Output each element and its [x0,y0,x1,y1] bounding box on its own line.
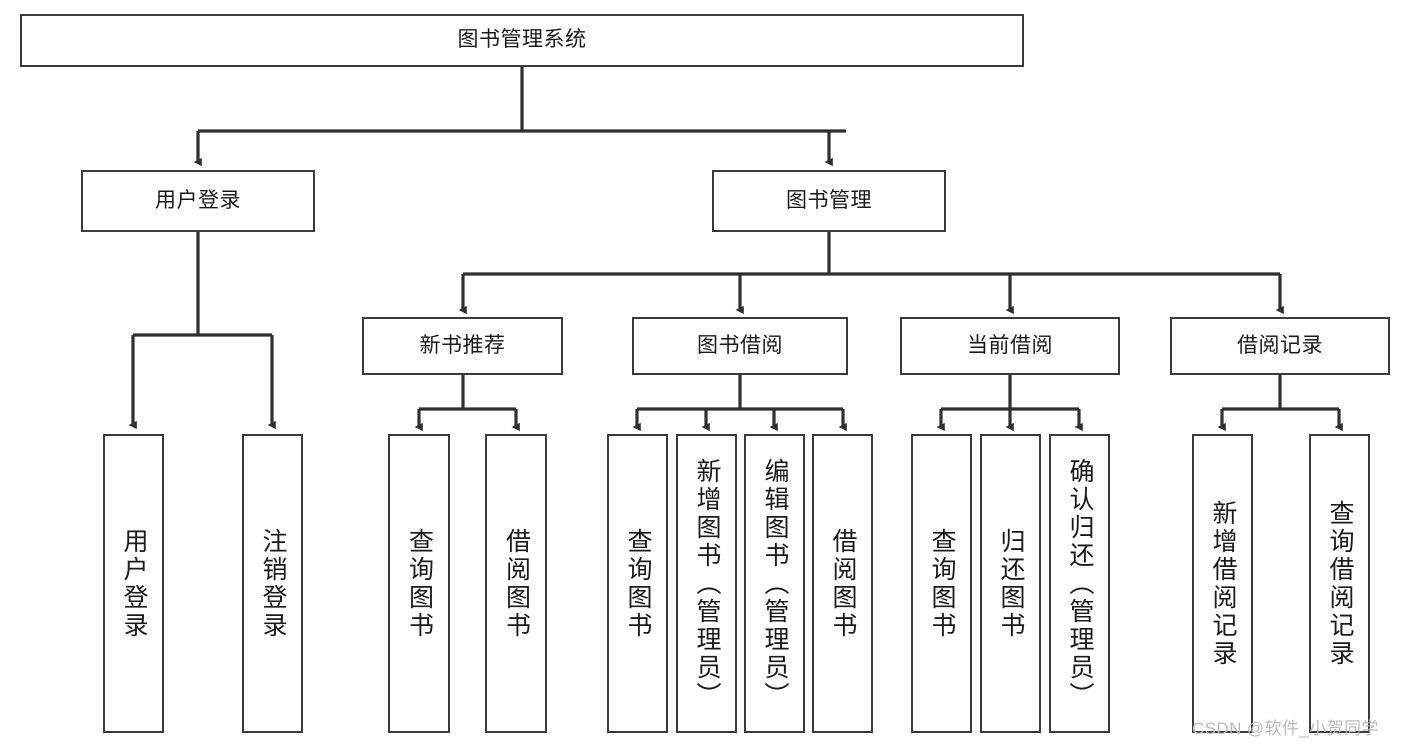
node-leaf-add-borrow-record[interactable]: 新增借阅记录 [1192,434,1253,733]
node-borrow-record[interactable]: 借阅记录 [1170,317,1390,375]
node-book-borrow[interactable]: 图书借阅 [632,317,848,375]
node-user-login[interactable]: 用户登录 [81,170,315,232]
node-leaf-user-login[interactable]: 用户登录 [103,434,164,733]
node-leaf-borrow-book-recommend[interactable]: 借阅图书 [485,434,547,733]
node-label: 查询图书 [405,527,434,640]
node-label: 新增借阅记录 [1209,499,1237,668]
node-leaf-confirm-return-admin[interactable]: 确认归还（管理员） [1049,434,1110,733]
node-label: 图书管理系统 [457,28,587,52]
node-label: 编辑图书（管理员） [761,457,789,710]
node-label: 查询借阅记录 [1326,499,1354,668]
node-label: 借阅图书 [829,527,857,640]
node-leaf-logout[interactable]: 注销登录 [242,434,303,733]
node-book-management[interactable]: 图书管理 [712,170,946,232]
node-label: 确认归还（管理员） [1066,457,1094,710]
node-label: 新书推荐 [419,333,506,357]
node-new-book-recommend[interactable]: 新书推荐 [362,317,563,375]
node-label: 用户登录 [155,188,241,212]
node-leaf-borrow-book[interactable]: 借阅图书 [812,434,873,733]
node-label: 图书管理 [786,188,872,212]
node-leaf-add-book-admin[interactable]: 新增图书（管理员） [676,434,737,733]
node-label: 归还图书 [997,527,1025,640]
node-leaf-query-book-current[interactable]: 查询图书 [911,434,972,733]
node-label: 图书借阅 [697,333,783,357]
node-leaf-edit-book-admin[interactable]: 编辑图书（管理员） [744,434,805,733]
node-label: 注销登录 [259,527,287,640]
node-leaf-query-book-recommend[interactable]: 查询图书 [388,434,450,733]
node-current-borrow[interactable]: 当前借阅 [900,317,1120,375]
node-label: 查询图书 [928,527,956,640]
node-root-system[interactable]: 图书管理系统 [20,14,1024,67]
node-label: 借阅图书 [502,527,531,640]
node-leaf-query-book-borrow[interactable]: 查询图书 [607,434,668,733]
node-leaf-return-book[interactable]: 归还图书 [980,434,1041,733]
csdn-watermark: CSDN @软件_小贺同学 [1192,714,1379,739]
node-label: 用户登录 [120,527,148,640]
node-label: 当前借阅 [967,333,1053,357]
node-label: 查询图书 [624,527,652,640]
node-label: 借阅记录 [1237,333,1323,357]
node-leaf-query-borrow-record[interactable]: 查询借阅记录 [1309,434,1370,733]
node-label: 新增图书（管理员） [693,457,721,710]
watermark-text: CSDN @软件_小贺同学 [1192,719,1379,738]
